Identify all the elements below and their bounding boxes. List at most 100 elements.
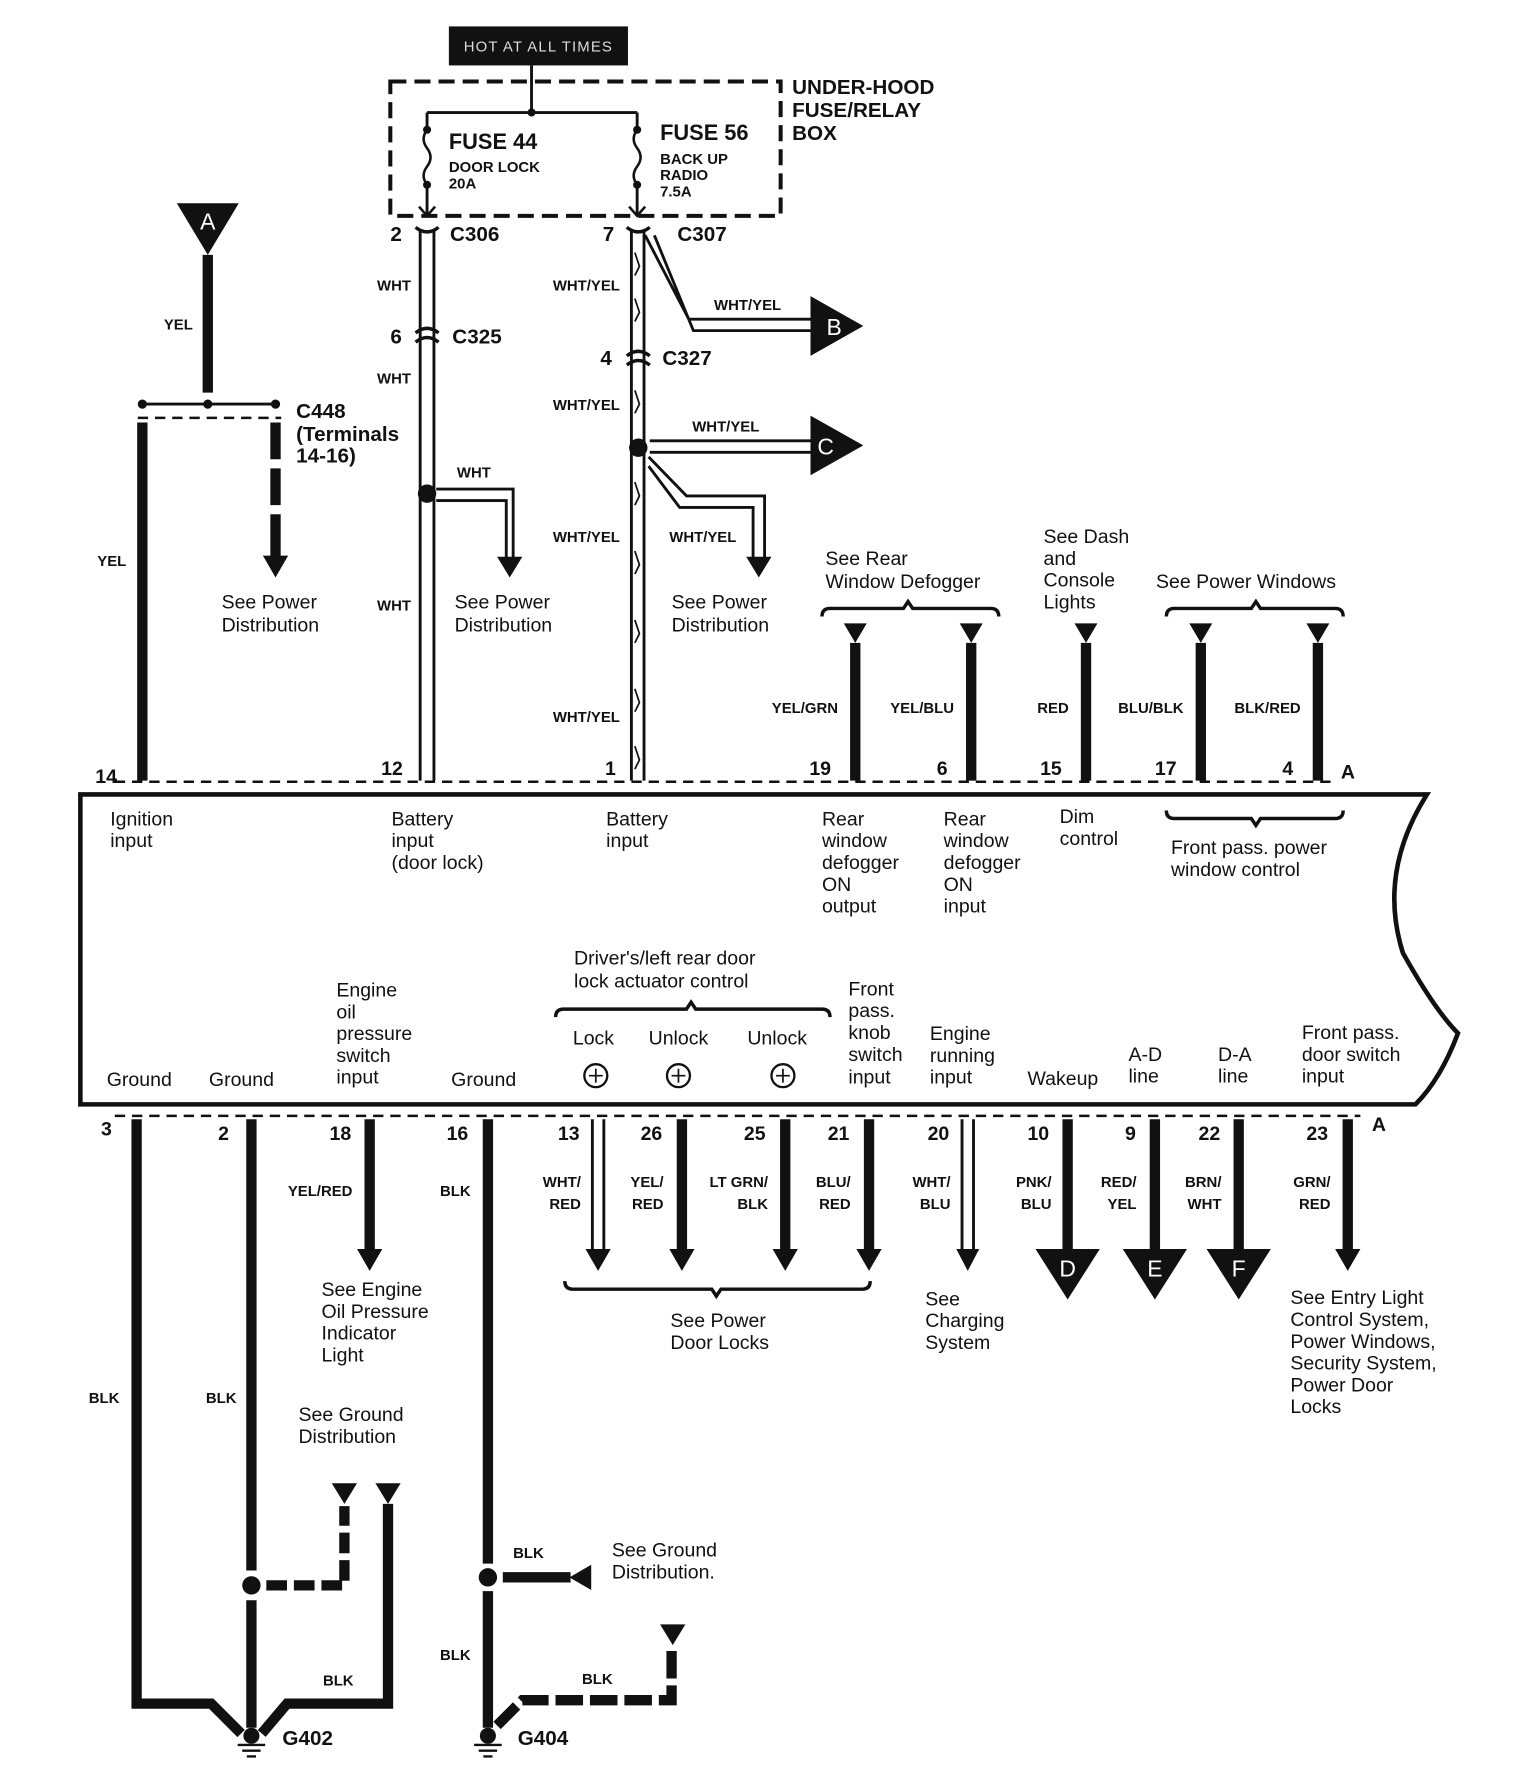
svg-text:HOT AT ALL TIMES: HOT AT ALL TIMES: [464, 39, 613, 56]
svg-text:oil: oil: [336, 1001, 356, 1023]
svg-text:RED: RED: [632, 1196, 664, 1213]
wires-top-right: [843, 623, 1330, 781]
svg-text:22: 22: [1199, 1123, 1221, 1145]
svg-text:System: System: [925, 1332, 990, 1354]
svg-text:14: 14: [95, 766, 117, 788]
svg-text:2: 2: [390, 223, 402, 246]
svg-text:switch: switch: [848, 1044, 902, 1066]
svg-text:Distribution.: Distribution.: [612, 1562, 715, 1584]
svg-text:ON: ON: [944, 874, 973, 896]
svg-text:Battery: Battery: [606, 808, 668, 830]
svg-text:A: A: [200, 209, 216, 235]
svg-text:PNK/: PNK/: [1016, 1174, 1052, 1191]
svg-text:25: 25: [744, 1123, 766, 1145]
svg-text:RED: RED: [1299, 1196, 1331, 1213]
svg-text:Locks: Locks: [1290, 1396, 1341, 1418]
svg-text:B: B: [827, 314, 842, 340]
svg-text:Ground: Ground: [451, 1069, 516, 1091]
svg-text:23: 23: [1306, 1123, 1328, 1145]
svg-text:E: E: [1147, 1256, 1162, 1282]
svg-text:input: input: [110, 830, 153, 852]
svg-text:Unlock: Unlock: [649, 1028, 709, 1050]
svg-text:Charging: Charging: [925, 1310, 1004, 1332]
svg-text:Distribution: Distribution: [672, 614, 770, 636]
svg-text:BLK: BLK: [440, 1183, 471, 1200]
svg-text:BLK: BLK: [440, 1647, 471, 1664]
svg-text:ON: ON: [822, 874, 851, 896]
svg-text:D-A: D-A: [1218, 1044, 1252, 1066]
svg-text:input: input: [391, 830, 434, 852]
svg-text:FUSE 56: FUSE 56: [660, 120, 748, 145]
svg-text:19: 19: [809, 758, 831, 780]
wire-wht-pin12: [414, 225, 523, 781]
svg-text:door switch: door switch: [1302, 1044, 1401, 1066]
svg-text:WHT/YEL: WHT/YEL: [553, 397, 620, 414]
svg-text:17: 17: [1155, 758, 1177, 780]
fuse-44-icon: [418, 112, 437, 218]
svg-text:WHT/YEL: WHT/YEL: [553, 709, 620, 726]
svg-text:BLK: BLK: [513, 1545, 544, 1562]
svg-text:G402: G402: [282, 1727, 333, 1750]
svg-text:Engine: Engine: [336, 979, 397, 1001]
svg-text:UNDER-HOOD: UNDER-HOOD: [792, 76, 934, 99]
svg-text:1: 1: [605, 758, 616, 780]
svg-text:20: 20: [928, 1123, 950, 1145]
brace-power-door-locks: [563, 1281, 872, 1300]
fuse-relay-box: FUSE 44 DOOR LOCK 20A FUSE 56 BACK UP RA…: [388, 65, 934, 218]
svg-text:See Power: See Power: [222, 591, 318, 613]
svg-text:10: 10: [1027, 1123, 1049, 1145]
svg-text:line: line: [1128, 1066, 1158, 1088]
svg-text:YEL/: YEL/: [630, 1174, 663, 1191]
svg-text:BLK: BLK: [582, 1671, 613, 1688]
fuse-56-icon: [628, 112, 647, 218]
svg-text:Console: Console: [1044, 570, 1116, 592]
svg-text:(door lock): (door lock): [391, 852, 483, 874]
svg-text:input: input: [1302, 1066, 1345, 1088]
svg-text:WHT/: WHT/: [543, 1174, 581, 1191]
svg-text:input: input: [930, 1067, 973, 1089]
svg-text:20A: 20A: [449, 175, 477, 192]
svg-text:C: C: [817, 434, 834, 460]
plus-circle-icon: [583, 1063, 609, 1089]
svg-text:YEL: YEL: [164, 316, 193, 333]
svg-text:4: 4: [600, 347, 612, 370]
brace-rear-defogger: [820, 598, 1001, 617]
svg-text:WHT: WHT: [377, 598, 411, 615]
svg-text:WHT: WHT: [377, 370, 411, 387]
svg-text:input: input: [848, 1067, 891, 1089]
svg-text:9: 9: [1125, 1123, 1136, 1145]
svg-text:Door Locks: Door Locks: [670, 1332, 769, 1354]
svg-text:input: input: [606, 830, 649, 852]
svg-text:C327: C327: [662, 347, 711, 370]
wires-bottom: D E F: [357, 1119, 1361, 1300]
svg-text:Driver's/left rear door: Driver's/left rear door: [574, 947, 756, 969]
svg-text:See Dash: See Dash: [1044, 526, 1130, 548]
svg-text:RED: RED: [1037, 700, 1069, 717]
bottom-wire-labels: YEL/RED BLK WHT/ RED YEL/ RED LT GRN/ BL…: [288, 1174, 1331, 1213]
svg-text:Distribution: Distribution: [455, 614, 553, 636]
svg-text:WHT: WHT: [457, 465, 491, 482]
svg-text:See Power: See Power: [670, 1310, 766, 1332]
svg-text:input: input: [944, 896, 987, 918]
svg-text:A: A: [1372, 1114, 1386, 1136]
svg-text:Ground: Ground: [107, 1069, 172, 1091]
svg-text:WHT/YEL: WHT/YEL: [714, 297, 781, 314]
svg-text:14-16): 14-16): [296, 445, 356, 468]
svg-text:WHT/YEL: WHT/YEL: [553, 529, 620, 546]
svg-text:Ground: Ground: [209, 1069, 274, 1091]
svg-text:See Power: See Power: [672, 591, 768, 613]
svg-text:FUSE 44: FUSE 44: [449, 129, 537, 154]
svg-text:Distribution: Distribution: [298, 1426, 396, 1448]
svg-text:YEL: YEL: [1108, 1196, 1137, 1213]
svg-text:See Engine: See Engine: [321, 1279, 422, 1301]
svg-text:WHT/YEL: WHT/YEL: [669, 529, 736, 546]
svg-text:18: 18: [329, 1123, 351, 1145]
svg-text:window control: window control: [1170, 859, 1300, 881]
svg-text:window: window: [943, 830, 1010, 852]
svg-text:BLU: BLU: [920, 1196, 951, 1213]
hot-at-all-times-banner: HOT AT ALL TIMES: [448, 26, 628, 66]
svg-text:C306: C306: [450, 223, 499, 246]
svg-text:BLU/BLK: BLU/BLK: [1118, 700, 1184, 717]
svg-text:Battery: Battery: [391, 808, 453, 830]
